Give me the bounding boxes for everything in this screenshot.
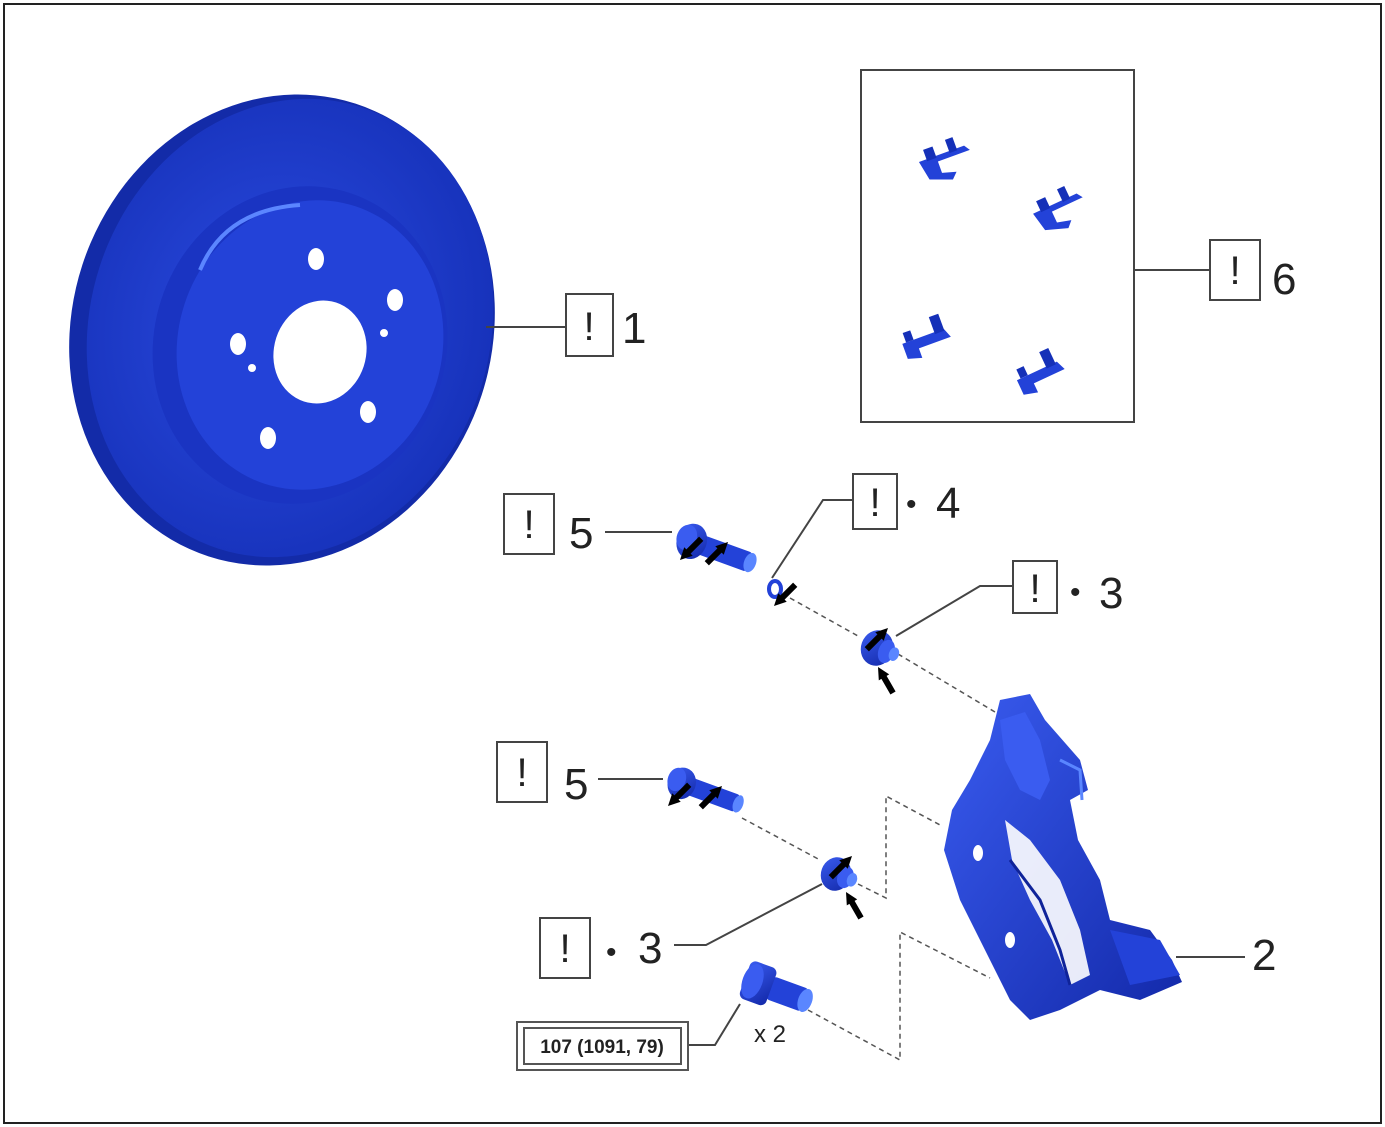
lube-arrow [872, 664, 899, 696]
bullet: • [906, 488, 917, 521]
callout-number: 4 [936, 479, 960, 528]
callout-number: 6 [1272, 255, 1296, 304]
pad-support-plate [902, 313, 951, 359]
caliper-bracket [944, 694, 1182, 1020]
assembly-guide-line [741, 817, 821, 861]
caution-symbol: ! [1029, 567, 1040, 611]
callout-upper-boot: ! • 3 [1012, 560, 1123, 618]
caution-symbol: ! [559, 927, 570, 971]
pad-support-plate-box [860, 69, 1135, 423]
callout-upper-slide-pin: ! 5 [503, 493, 593, 558]
leader-line [771, 499, 853, 579]
torque-value: 107 (1091, 79) [540, 1037, 664, 1058]
leader-line [688, 1003, 741, 1046]
callout-rotor: ! 1 [565, 293, 646, 357]
assembly-guide-line [807, 930, 991, 1062]
disc-rotor [69, 94, 495, 566]
assembly-guide-line [897, 653, 1001, 716]
caution-symbol: ! [523, 503, 534, 547]
assembly-guide-line [789, 597, 859, 637]
caution-symbol: ! [1229, 249, 1240, 293]
pad-support-plate [1033, 185, 1083, 231]
callout-bushing: ! • 4 [852, 473, 960, 530]
callout-number: 1 [622, 304, 646, 353]
callout-number: 5 [569, 509, 593, 558]
caution-symbol: ! [516, 751, 527, 795]
bullet: • [1070, 576, 1081, 609]
bullet: • [606, 936, 617, 969]
callout-lower-slide-pin: ! 5 [496, 741, 588, 809]
bushing [767, 579, 783, 599]
leader-line [674, 883, 823, 946]
lube-arrow [840, 889, 867, 921]
pad-support-plate [918, 137, 970, 180]
caution-symbol: ! [583, 305, 594, 349]
bolt-quantity: x 2 [754, 1021, 786, 1048]
assembly-guide-line [857, 794, 943, 900]
figure-border [3, 3, 1382, 1124]
callout-lower-boot: ! • 3 [539, 917, 662, 979]
callout-number: 5 [564, 760, 588, 809]
callout-caliper-bracket-number: 2 [1252, 931, 1276, 980]
mounting-bolt [739, 961, 813, 1012]
upper-boot [860, 630, 900, 666]
pad-support-plate [1016, 347, 1065, 395]
caution-symbol: ! [869, 481, 880, 525]
lower-boot [820, 857, 858, 891]
lower-slide-pin [667, 767, 744, 813]
callout-number: 3 [1099, 569, 1123, 618]
leader-line [895, 585, 1013, 637]
callout-pad-support-plates: ! 6 [1209, 239, 1296, 304]
torque-spec-box: 107 (1091, 79) [516, 1021, 689, 1071]
callout-number: 3 [638, 924, 662, 973]
